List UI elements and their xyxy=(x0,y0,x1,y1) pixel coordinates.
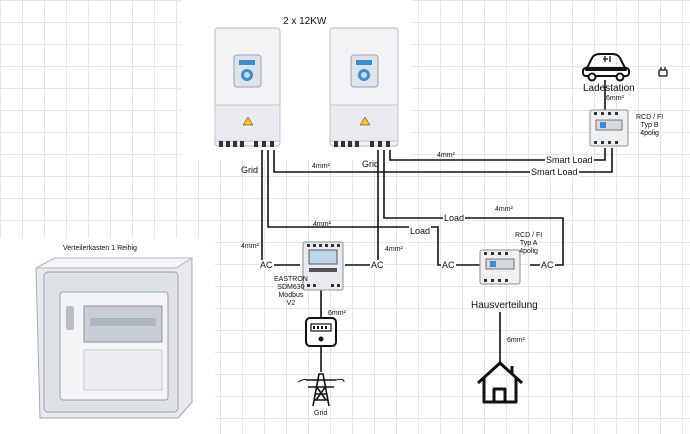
inverter-title: 2 x 12KW xyxy=(283,16,327,27)
grid-label-right: Grid xyxy=(362,159,380,169)
cable-4mm-top: 4mm² xyxy=(312,163,330,170)
cable-4mm-middle: 4mm² xyxy=(313,221,331,228)
meter-line-3: Modbus xyxy=(278,292,304,299)
rcd-a-line-1: RCD / FI xyxy=(515,232,543,239)
ac-label-right-1: AC xyxy=(441,260,456,270)
load-label-2: Load xyxy=(409,226,432,236)
meter-line-4: V2 xyxy=(286,300,296,307)
cable-4mm-left-ac: 4mm² xyxy=(241,243,259,250)
cable-6mm-house: 6mm² xyxy=(507,337,525,344)
inverter-right[interactable] xyxy=(329,27,399,147)
verteilerkasten-cabinet[interactable] xyxy=(35,257,194,419)
rcd-a-line-2: Typ A xyxy=(519,240,538,247)
meter-line-2: SDM630 xyxy=(277,284,305,291)
ac-label-left: AC xyxy=(259,260,274,270)
meter-label: EASTRON SDM630 Modbus V2 xyxy=(274,276,308,308)
grid-bottom-label: Grid xyxy=(314,410,328,417)
rcd-b-line-1: RCD / FI xyxy=(636,114,664,121)
load-label-1: Load xyxy=(443,213,466,223)
verteilerkasten-label: Verteilerkasten 1 Reihig xyxy=(63,245,137,252)
wire-smart-load-2 xyxy=(273,148,613,173)
cable-4mm-center-ac: 4mm² xyxy=(385,246,403,253)
smart-load-label-2: Smart Load xyxy=(530,167,579,177)
house-icon xyxy=(476,361,524,404)
grid-label-left: Grid xyxy=(241,165,259,175)
power-pylon-icon xyxy=(297,373,345,407)
ac-label-right-2: AC xyxy=(540,260,555,270)
meter-line-1: EASTRON xyxy=(274,276,308,283)
rcd-type-a[interactable] xyxy=(479,249,521,285)
ac-label-center: AC xyxy=(370,260,385,270)
rcd-a-label: RCD / FI Typ A 4polig xyxy=(515,232,542,256)
rcd-type-b[interactable] xyxy=(589,109,629,147)
charging-plug-icon xyxy=(658,67,668,77)
rcd-b-line-3: 4polig xyxy=(640,130,659,137)
hausverteilung-label: Hausverteilung xyxy=(471,300,538,311)
electricity-meter-icon xyxy=(305,317,337,347)
ev-car-icon xyxy=(582,53,630,82)
inverter-left[interactable] xyxy=(214,27,281,147)
rcd-b-line-2: Typ B xyxy=(640,122,659,129)
cable-6mm-meter: 6mm² xyxy=(328,310,346,317)
cable-6mm-ladestation: 6mm² xyxy=(606,95,624,102)
sdm630-meter[interactable] xyxy=(302,241,344,291)
cable-4mm-right-load: 4mm² xyxy=(495,206,513,213)
smart-load-label-1: Smart Load xyxy=(545,155,594,165)
cable-4mm-right-top: 4mm² xyxy=(437,152,455,159)
rcd-b-label: RCD / FI Typ B 4polig xyxy=(636,114,663,138)
rcd-a-line-3: 4polig xyxy=(519,248,538,255)
wire-smart-load-1 xyxy=(389,148,606,161)
ladestation-label: Ladestation xyxy=(583,83,635,94)
